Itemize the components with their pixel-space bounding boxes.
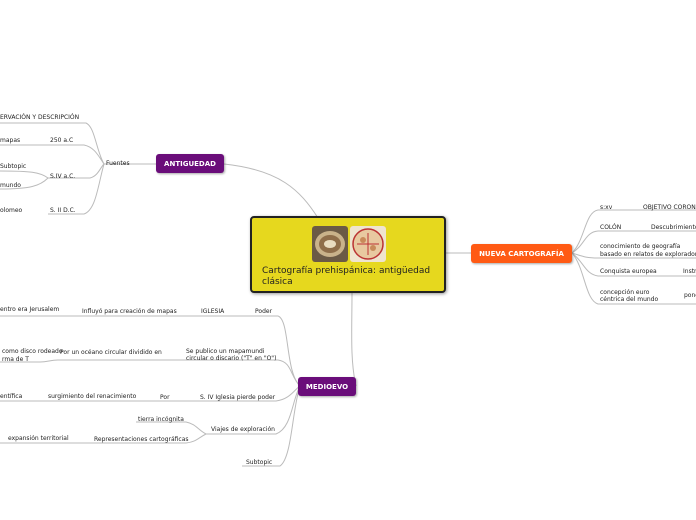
topic-subtopic-a[interactable]: Subtopic bbox=[0, 163, 27, 170]
topic-sxv[interactable]: s:xv bbox=[600, 204, 613, 211]
topic-poder[interactable]: Poder bbox=[255, 308, 273, 315]
central-title: Cartografía prehispánica: antigüedad clá… bbox=[262, 266, 431, 287]
map-image-right bbox=[350, 226, 386, 262]
topic-subtopic-b[interactable]: Subtopic bbox=[246, 459, 273, 466]
topic-250ac[interactable]: 250 a.C bbox=[50, 137, 74, 144]
topic-representaciones[interactable]: Representaciones cartográficas bbox=[94, 436, 189, 443]
topic-expansion[interactable]: expansión territorial bbox=[8, 435, 69, 442]
topic-centrica[interactable]: céntrica del mundo bbox=[600, 296, 659, 303]
topic-iglesia[interactable]: IGLESIA bbox=[201, 308, 225, 315]
topic-influyo[interactable]: Influyó para creación de mapas bbox=[82, 308, 177, 315]
topic-renacimiento[interactable]: surgimiento del renacimiento bbox=[48, 393, 137, 400]
branch-medioevo[interactable]: MEDIOEVO bbox=[298, 377, 356, 396]
topic-conocimiento[interactable]: conocimiento de geografía bbox=[600, 243, 681, 250]
topic-iglesia-pierde[interactable]: S. IV Iglesia pierde poder bbox=[200, 394, 276, 401]
topic-fuentes[interactable]: Fuentes bbox=[106, 160, 130, 167]
topic-por[interactable]: Por bbox=[160, 394, 170, 401]
central-topic[interactable]: Cartografía prehispánica: antigüedad clá… bbox=[250, 216, 446, 293]
topic-tolomeo[interactable]: olomeo bbox=[0, 207, 23, 214]
topic-forma-t[interactable]: rma de T bbox=[2, 356, 29, 363]
map-image-left bbox=[312, 226, 348, 262]
topic-conquista[interactable]: Conquista europea bbox=[600, 268, 657, 275]
topic-instr[interactable]: Instr bbox=[683, 268, 696, 275]
topic-viajes[interactable]: Viajes de exploración bbox=[211, 426, 275, 433]
topic-objetivo-corona[interactable]: OBJETIVO CORONA bbox=[643, 204, 696, 211]
topic-mapamundi[interactable]: Se publico un mapamundi bbox=[186, 348, 265, 355]
topic-pone[interactable]: pone bbox=[684, 292, 696, 299]
branch-nueva-cartografia[interactable]: NUEVA CARTOGRAFÍA bbox=[471, 244, 572, 263]
topic-disco[interactable]: como disco rodeado bbox=[2, 348, 63, 355]
topic-jerusalem[interactable]: entro era Jerusalem bbox=[0, 306, 60, 313]
topic-mundo[interactable]: mundo bbox=[0, 182, 21, 189]
topic-colon[interactable]: COLÓN bbox=[600, 224, 622, 231]
topic-observacion[interactable]: ERVACIÓN Y DESCRIPCIÓN bbox=[0, 114, 80, 121]
topic-cientifica[interactable]: entífica bbox=[0, 393, 23, 400]
branch-antiguedad[interactable]: ANTIGUEDAD bbox=[156, 154, 224, 173]
topic-mapas[interactable]: mapas bbox=[0, 137, 21, 144]
topic-relatos[interactable]: basado en relatos de exploradores bbox=[600, 251, 696, 258]
topic-descubrimiento[interactable]: Descubrimiento bbox=[651, 224, 696, 231]
topic-discario[interactable]: circular o discario ("T" en "O") bbox=[186, 355, 277, 362]
topic-tierra-incognita[interactable]: tierra incógnita bbox=[138, 416, 184, 423]
topic-concepcion[interactable]: concepción euro bbox=[600, 289, 650, 296]
topic-s4ac[interactable]: S.IV a.C. bbox=[50, 173, 76, 180]
topic-oceano[interactable]: Por un océano circular dividido en bbox=[60, 349, 162, 356]
topic-s2dc[interactable]: S. II D.C. bbox=[50, 207, 76, 214]
